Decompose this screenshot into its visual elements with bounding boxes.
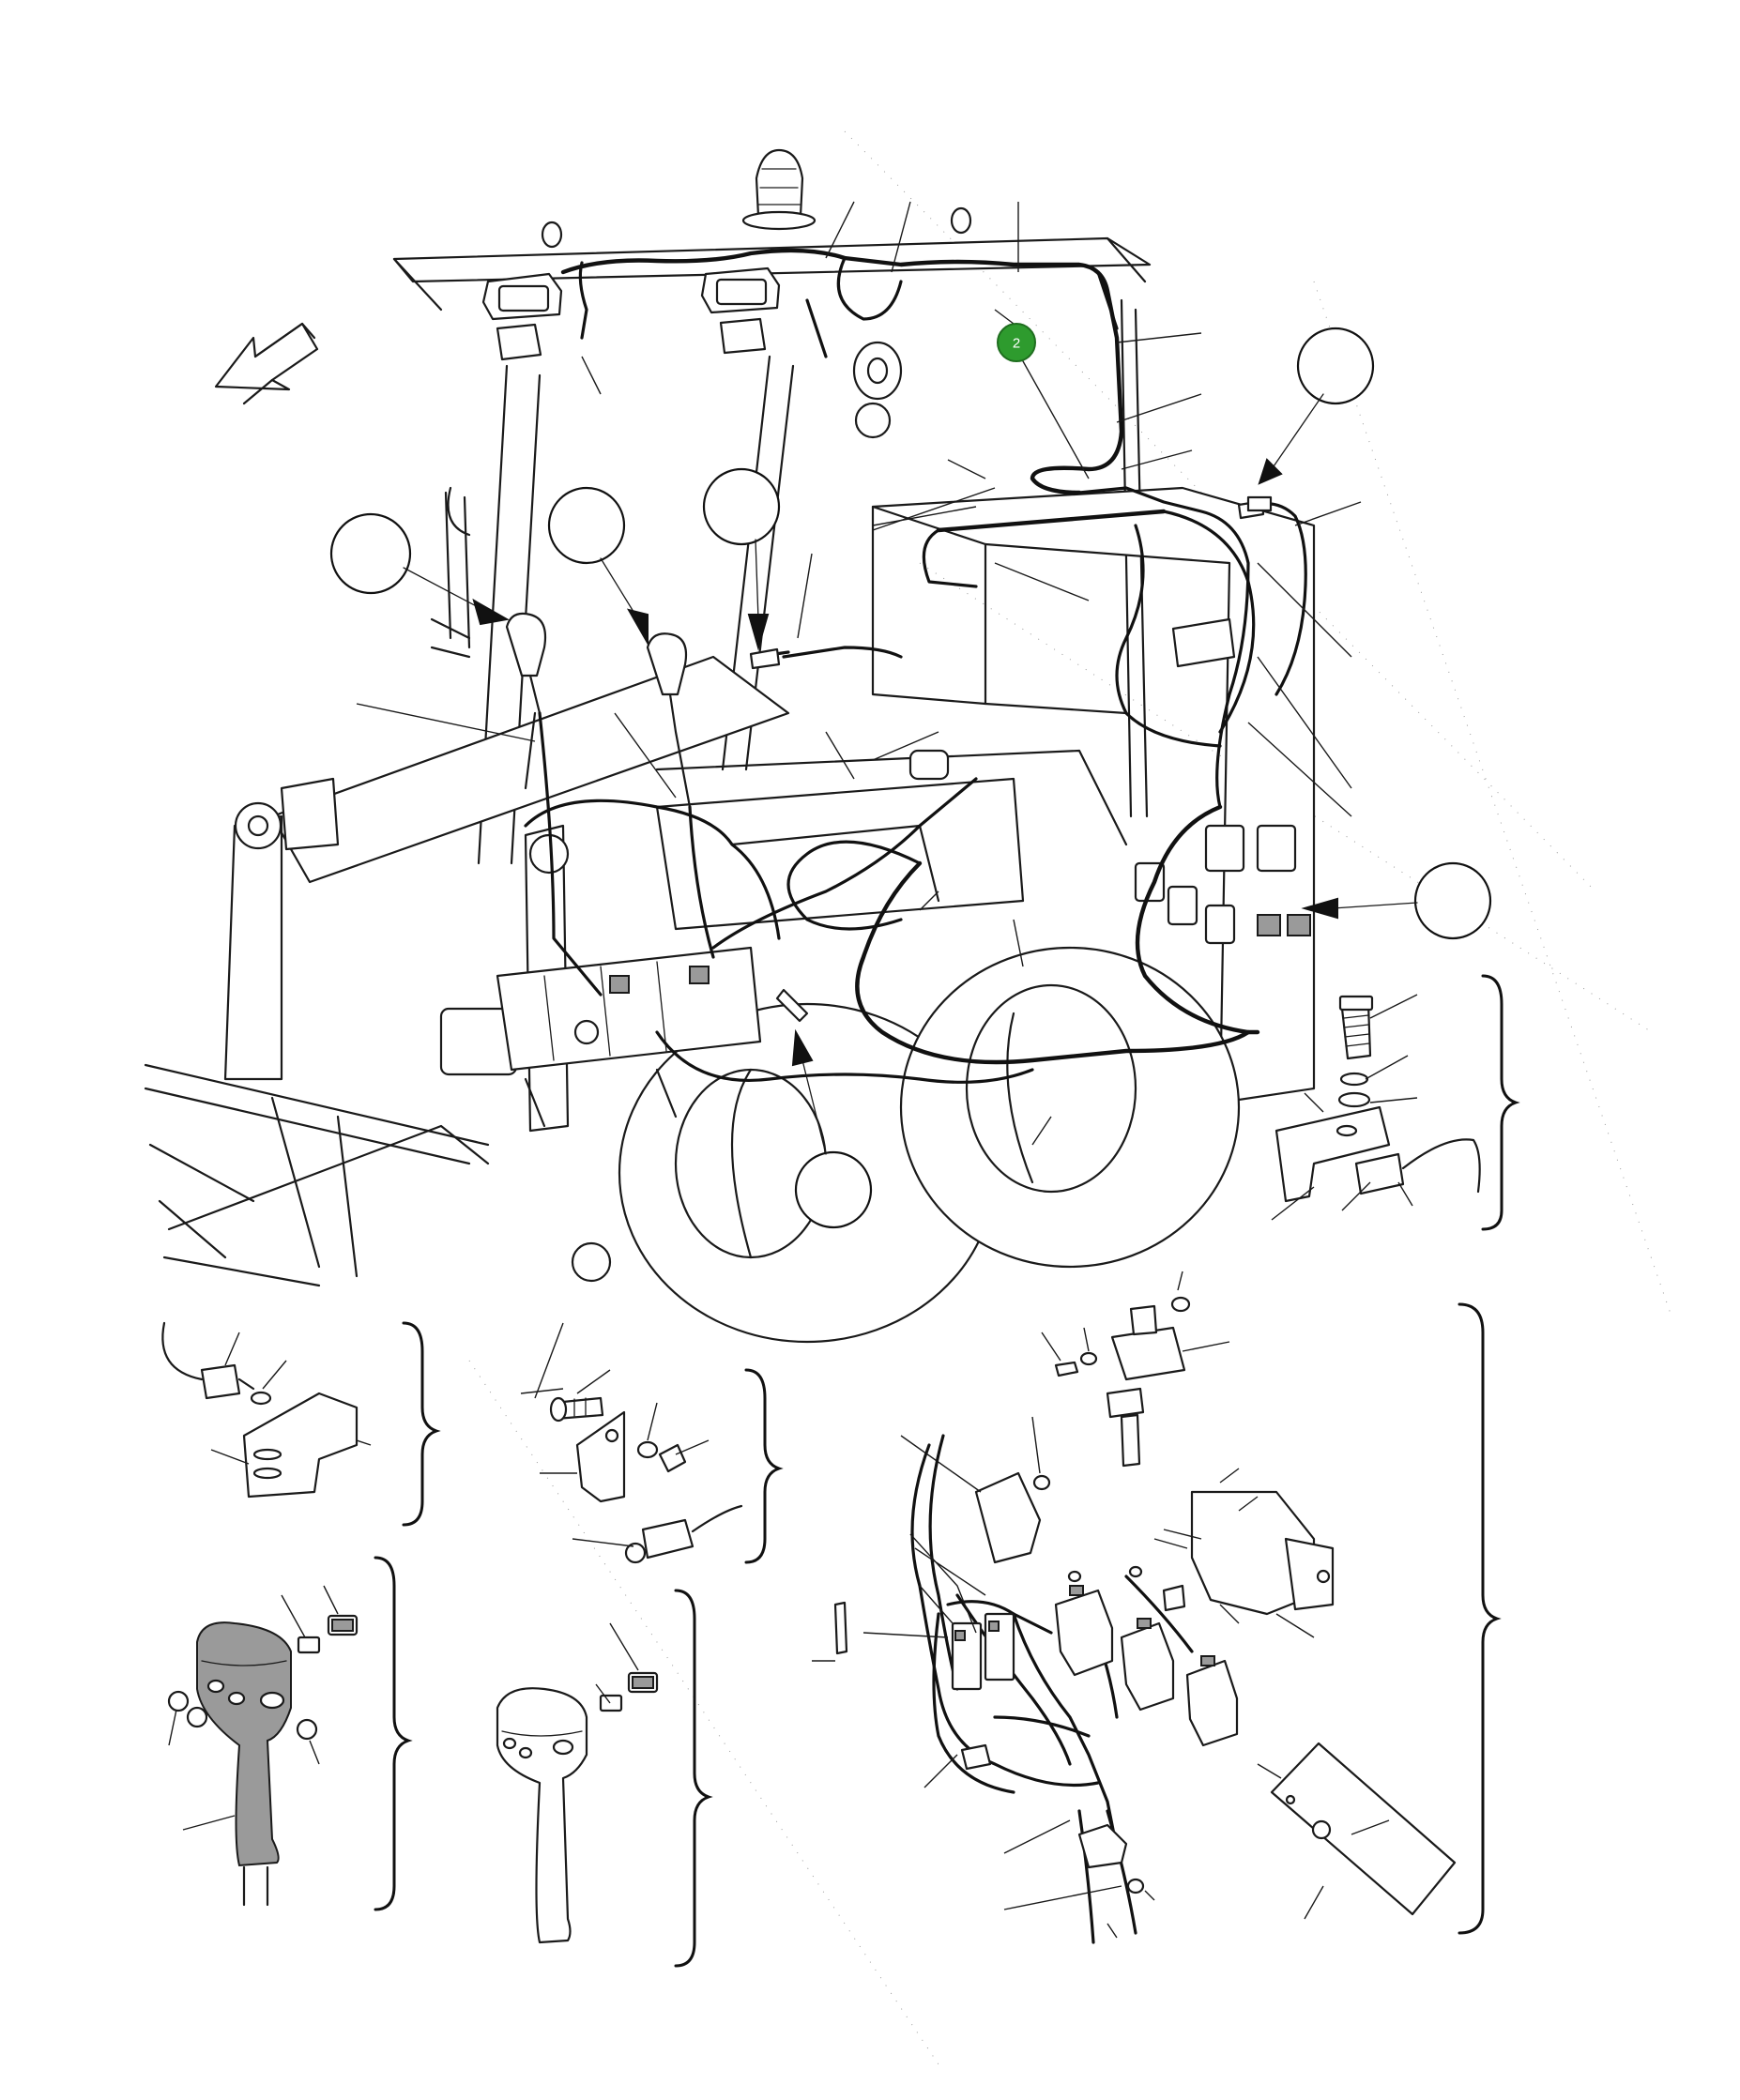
work-lights bbox=[481, 266, 781, 361]
highlight-marker[interactable]: 2 bbox=[997, 323, 1090, 479]
callout-handle-right bbox=[547, 486, 649, 647]
detail-joystick-grip-plain bbox=[496, 1589, 713, 1968]
beacon-lamp bbox=[741, 148, 817, 231]
callout-balloons bbox=[329, 327, 1492, 1229]
highlight-marker-label: 2 bbox=[1013, 336, 1020, 352]
rear-body bbox=[655, 486, 1316, 1104]
joystick-handles bbox=[505, 612, 692, 809]
detail-relay-harness bbox=[812, 1271, 1502, 1944]
relay-panel-area bbox=[1134, 617, 1311, 945]
highlight-marker-circle[interactable] bbox=[997, 323, 1036, 362]
callout-roof-switch bbox=[1246, 327, 1375, 512]
callout-relay-panel bbox=[1301, 861, 1492, 940]
bucket bbox=[144, 1063, 490, 1287]
detail-sensor-bracket bbox=[1271, 974, 1520, 1231]
callout-sensor-cab bbox=[702, 467, 781, 651]
callout-handle-left bbox=[329, 512, 510, 626]
machine-main-view: 2 bbox=[144, 148, 1362, 1399]
detail-proximity-sensor bbox=[520, 1368, 784, 1564]
direction-arrow bbox=[214, 322, 319, 405]
cab-roof bbox=[392, 206, 1152, 312]
detail-switch-plate bbox=[161, 1321, 441, 1527]
wiring-harness bbox=[524, 248, 1307, 1084]
callout-valve-sensor bbox=[791, 1028, 873, 1229]
detail-joystick-grip-textured bbox=[167, 1556, 413, 1911]
roof-horn bbox=[852, 341, 903, 439]
engine-area bbox=[655, 749, 1025, 931]
construction-dots bbox=[468, 130, 1671, 2065]
control-valve-block bbox=[439, 946, 762, 1128]
